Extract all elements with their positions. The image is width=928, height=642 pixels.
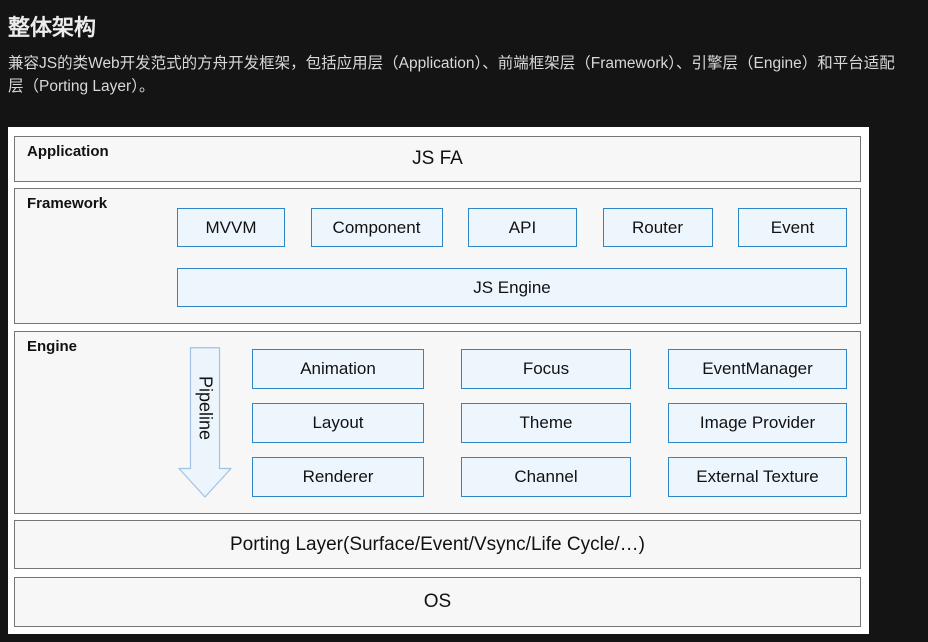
application-content-js-fa: JS FA [412,148,463,169]
layer-engine-label: Engine [27,338,78,355]
page-description: 兼容JS的类Web开发范式的方舟开发框架，包括应用层（Application）、… [8,55,895,95]
engine-box-eventmanager: EventManager [668,349,847,389]
pipeline-label: Pipeline [195,375,216,441]
layer-engine: Engine Pipeline Animation Focus EventMan… [14,331,861,514]
framework-box-row: MVVM Component API Router Event [177,208,847,247]
down-arrow-icon [178,347,232,498]
framework-box-api: API [468,208,577,247]
layer-os: OS [14,577,861,627]
layer-framework-label: Framework [27,195,108,212]
pipeline-arrow: Pipeline [178,347,232,498]
layer-application: Application JS FA [14,136,861,182]
layer-framework: Framework MVVM Component API Router Even… [14,188,861,324]
layer-porting: Porting Layer(Surface/Event/Vsync/Life C… [14,520,861,569]
framework-box-component: Component [310,208,443,247]
engine-box-layout: Layout [252,403,424,443]
architecture-diagram: Application JS FA Framework MVVM Compone… [8,127,869,634]
engine-box-external-texture: External Texture [668,457,847,497]
layer-os-label: OS [423,591,452,612]
engine-box-focus: Focus [461,349,631,389]
framework-box-event: Event [738,208,847,247]
engine-box-channel: Channel [461,457,631,497]
framework-box-router: Router [602,208,713,247]
framework-box-js-engine: JS Engine [177,268,847,307]
framework-box-mvvm: MVVM [177,208,285,247]
layer-porting-label: Porting Layer(Surface/Event/Vsync/Life C… [229,533,645,555]
page-title: 整体架构 [8,15,97,40]
engine-box-animation: Animation [252,349,424,389]
engine-box-grid: Animation Focus EventManager Layout Them… [252,349,847,497]
engine-box-renderer: Renderer [252,457,424,497]
engine-box-image-provider: Image Provider [668,403,847,443]
engine-box-theme: Theme [461,403,631,443]
layer-application-label: Application [27,143,109,160]
